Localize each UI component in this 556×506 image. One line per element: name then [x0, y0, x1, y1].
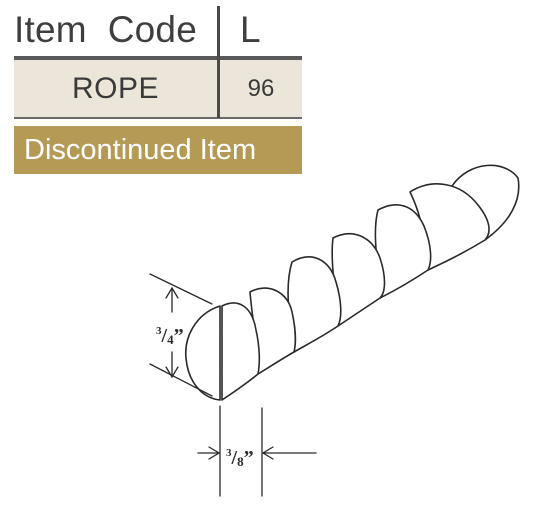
width-unit: ” [243, 447, 254, 469]
header-item-code: Item Code [14, 9, 197, 50]
column-divider [217, 6, 220, 118]
height-arrow-bottom [165, 366, 179, 379]
width-dimension-label: 3/8” [226, 442, 254, 473]
height-extension-top [149, 273, 213, 305]
width-slash: / [231, 447, 238, 469]
row-rule [14, 117, 302, 119]
height-denominator: 4 [167, 332, 174, 347]
height-extension-bottom [149, 363, 213, 397]
header-length: L [240, 9, 261, 50]
height-unit: ” [173, 325, 184, 347]
rope-end-profile [185, 305, 221, 401]
width-arrow-right [261, 446, 274, 460]
width-denominator: 8 [237, 454, 244, 469]
table-row [14, 60, 302, 118]
length-cell: 96 [247, 75, 275, 102]
width-numerator: 3 [226, 447, 232, 459]
header-rule [14, 56, 302, 60]
height-slash: / [161, 325, 168, 347]
item-code-cell: ROPE [71, 72, 160, 105]
rope-twist-1 [221, 302, 261, 401]
height-dimension-label: 3/4” [156, 320, 184, 351]
height-numerator: 3 [156, 325, 162, 337]
height-arrow-top [165, 286, 179, 299]
discontinued-banner: Discontinued Item [14, 126, 302, 174]
width-arrow-left [208, 446, 221, 460]
